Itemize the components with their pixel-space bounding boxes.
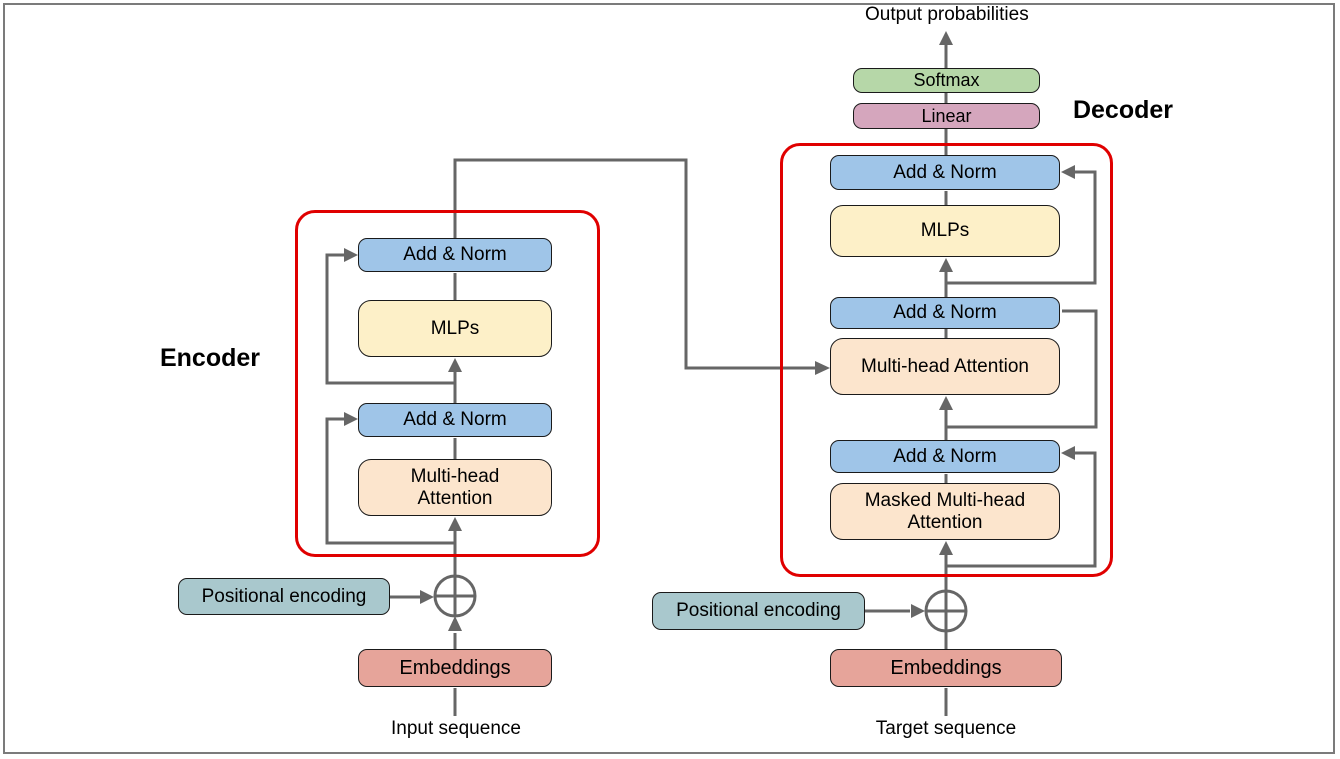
decoder-positional-encoding-box: Positional encoding	[652, 592, 865, 630]
encoder-wires	[325, 158, 815, 716]
arrow-right-into-decoder-add	[911, 604, 925, 618]
arrow-right-into-encoder-add	[420, 590, 434, 604]
target-sequence-label: Target sequence	[875, 718, 1017, 739]
decoder-add-norm-bottom-box: Add & Norm	[830, 440, 1060, 473]
encoder-add-norm-bottom-box: Add & Norm	[358, 403, 552, 437]
decoder-residual-bottom	[946, 451, 1097, 568]
arrow-up-into-decoder-mlp	[939, 258, 953, 272]
input-sequence-label: Input sequence	[391, 718, 521, 739]
encoder-positional-encoding-box: Positional encoding	[178, 578, 390, 615]
arrow-up-into-encoder-add	[448, 616, 462, 631]
decoder-cross-attention-box: Multi-head Attention	[830, 338, 1060, 395]
decoder-section-label: Decoder	[1072, 96, 1174, 124]
encoder-add-norm-top-box: Add & Norm	[358, 238, 552, 272]
output-probabilities-label: Output probabilities	[865, 4, 1029, 25]
encoder-attention-box: Multi-head Attention	[358, 459, 552, 516]
decoder-residual-mid	[946, 309, 1098, 429]
encoder-residual-bottom	[325, 417, 455, 545]
arrow-right-into-encoder-norm-top	[344, 248, 358, 262]
decoder-masked-attention-box: Masked Multi-head Attention	[830, 483, 1060, 540]
decoder-residual-top	[946, 170, 1097, 285]
encoder-region-outline	[295, 210, 600, 557]
decoder-plus-icon	[926, 591, 966, 631]
decoder-region-outline	[780, 143, 1113, 577]
arrow-right-into-encoder-norm-bottom	[344, 412, 358, 426]
encoder-plus-icon	[435, 576, 475, 616]
arrow-up-into-encoder-attn	[448, 517, 462, 531]
encoder-embeddings-box: Embeddings	[358, 649, 552, 687]
decoder-mlps-box: MLPs	[830, 205, 1060, 257]
arrow-left-into-decoder-norm-bottom	[1061, 446, 1075, 460]
linear-box: Linear	[853, 103, 1040, 129]
arrow-right-into-decoder-crossattn	[815, 361, 830, 375]
arrow-up-output	[939, 31, 953, 45]
arrow-up-into-decoder-maskattn	[939, 541, 953, 555]
decoder-add-norm-mid-box: Add & Norm	[830, 297, 1060, 329]
arrow-up-into-encoder-mlp	[448, 358, 462, 372]
arrowheads	[344, 31, 1075, 631]
encoder-residual-top	[325, 253, 455, 385]
decoder-add-norm-top-box: Add & Norm	[830, 155, 1060, 190]
encoder-to-decoder-line	[453, 158, 815, 370]
encoder-mlps-box: MLPs	[358, 300, 552, 357]
decoder-embeddings-box: Embeddings	[830, 649, 1062, 687]
softmax-box: Softmax	[853, 68, 1040, 93]
arrow-up-into-decoder-crossattn	[939, 396, 953, 410]
add-circles	[433, 574, 968, 633]
arrow-left-into-decoder-norm-top	[1061, 165, 1075, 179]
encoder-section-label: Encoder	[159, 344, 261, 372]
decoder-wires	[865, 45, 1098, 716]
